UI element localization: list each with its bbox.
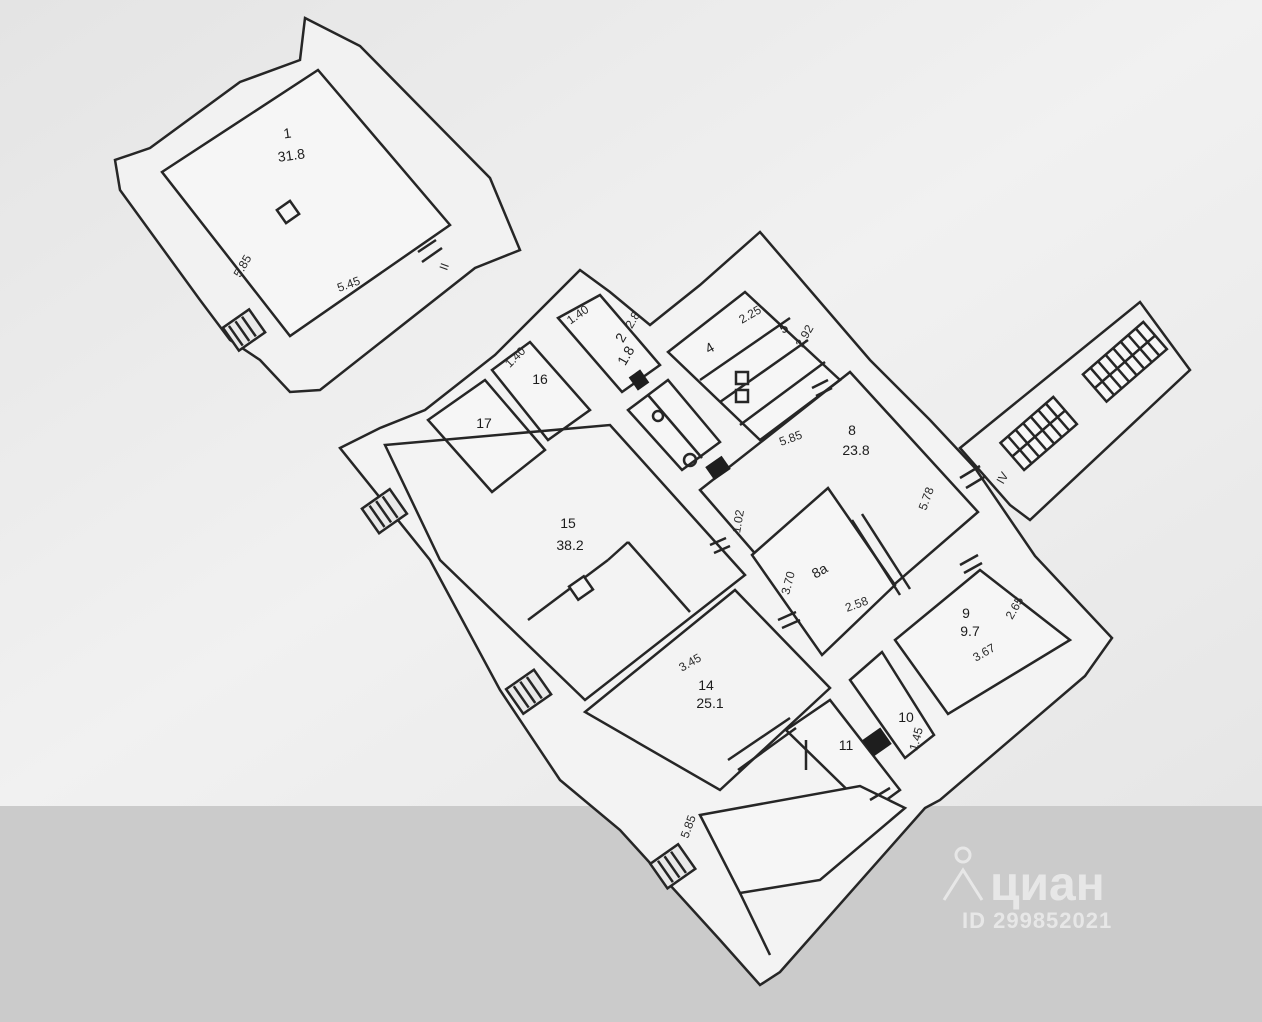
watermark-id: ID 299852021 xyxy=(962,908,1112,933)
room-15-number: 15 xyxy=(560,515,576,531)
room-15-area: 38.2 xyxy=(556,537,583,553)
dimension-label: 1.45 xyxy=(906,726,926,752)
room-1-area: 31.8 xyxy=(277,145,306,165)
plan-group xyxy=(113,16,1192,987)
room-1-window xyxy=(221,307,267,353)
room-14-number: 14 xyxy=(698,677,714,693)
interior-walls xyxy=(383,290,1073,956)
watermark: циан ID 299852021 xyxy=(942,846,1112,933)
door-marks xyxy=(709,378,987,802)
window-left-1 xyxy=(360,487,409,535)
room-8-area: 23.8 xyxy=(842,442,869,458)
room-9-number: 9 xyxy=(962,605,970,621)
stair-block xyxy=(958,300,1192,522)
room-9-area: 9.7 xyxy=(960,623,980,639)
room-16-number: 16 xyxy=(532,371,548,387)
room-17-number: 17 xyxy=(476,415,492,431)
room-14-area: 25.1 xyxy=(696,695,723,711)
location-pin-icon xyxy=(942,846,984,901)
room-1-door xyxy=(417,238,443,264)
room-11-number: 11 xyxy=(839,737,854,753)
watermark-brand: циан xyxy=(990,858,1105,911)
room-10-number: 10 xyxy=(898,709,914,725)
dimension-label: 3.70 xyxy=(778,570,798,596)
window-left-3 xyxy=(648,842,698,891)
room-1-outline xyxy=(113,16,522,394)
shaft-marks xyxy=(628,369,892,757)
stair-mark: II xyxy=(437,261,452,272)
room-8a-number: 8a xyxy=(809,560,831,582)
room-1-number: 1 xyxy=(282,125,292,142)
room-8-number: 8 xyxy=(848,422,856,438)
dimension-label: 1.02 xyxy=(729,508,747,534)
window-left-2 xyxy=(504,667,553,716)
